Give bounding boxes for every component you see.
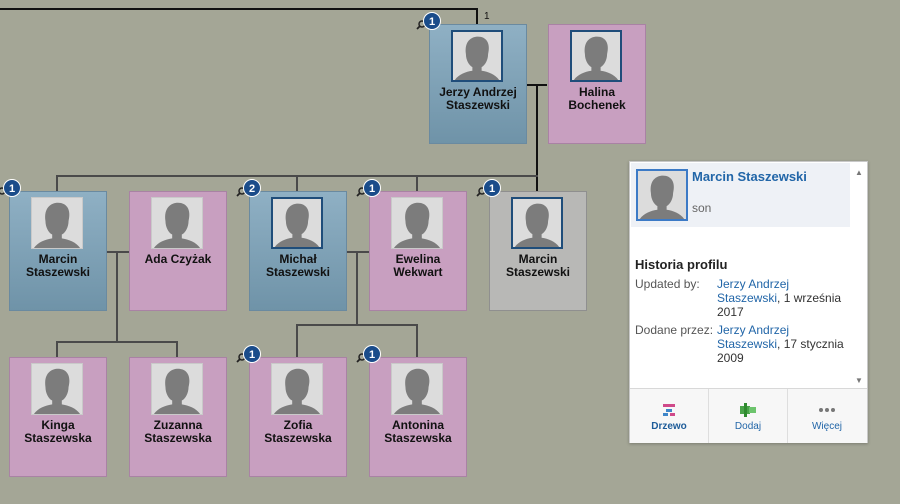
person-card-jerzy[interactable]: Jerzy Andrzej Staszewski: [429, 24, 527, 144]
connector-line: [536, 84, 538, 192]
top-count-label: 1: [484, 11, 490, 22]
updated-by-label: Updated by:: [635, 277, 700, 291]
connector-line: [476, 8, 478, 25]
match-count: 1: [363, 179, 381, 197]
more-button-label: Więcej: [811, 421, 842, 432]
tree-button-label: Drzewo: [651, 421, 687, 432]
avatar: [151, 197, 203, 249]
panel-header: Marcin Staszewski son: [631, 163, 850, 227]
connector-line: [356, 251, 358, 325]
matches-badge-zofia[interactable]: 1: [236, 345, 261, 363]
updated-by-link[interactable]: Jerzy Andrzej Staszewski: [717, 277, 790, 305]
history-title: Historia profilu: [635, 257, 728, 272]
more-button[interactable]: Więcej: [788, 389, 866, 443]
matches-badge-marcin[interactable]: 1: [0, 179, 21, 197]
avatar: [391, 197, 443, 249]
avatar: [31, 363, 83, 415]
matches-badge-jerzy[interactable]: 1: [416, 12, 441, 30]
avatar: [570, 30, 622, 82]
match-count: 1: [243, 345, 261, 363]
person-card-ewelina[interactable]: Ewelina Wekwart: [369, 191, 467, 311]
matches-badge-marcin-selected[interactable]: 1: [476, 179, 501, 197]
added-by-value: Jerzy Andrzej Staszewski, 17 stycznia 20…: [717, 323, 847, 365]
add-button[interactable]: Dodaj: [709, 389, 787, 443]
person-name: Zofia Staszewska: [264, 418, 332, 445]
avatar: [151, 363, 203, 415]
person-card-marcin-selected[interactable]: Marcin Staszewski: [489, 191, 587, 311]
added-by-link[interactable]: Jerzy Andrzej Staszewski: [717, 323, 790, 351]
panel-relation: son: [692, 201, 712, 215]
connector-line: [296, 324, 418, 326]
connector-line: [296, 324, 298, 358]
match-count: 1: [483, 179, 501, 197]
tree-button[interactable]: Drzewo: [630, 389, 708, 443]
person-name: Kinga Staszewska: [24, 418, 92, 445]
person-name: Antonina Staszewska: [384, 418, 452, 445]
person-card-antonina[interactable]: Antonina Staszewska: [369, 357, 467, 477]
connector-line: [56, 341, 58, 358]
avatar: [31, 197, 83, 249]
matches-badge-ewelina[interactable]: 1: [356, 179, 381, 197]
tree-icon: [663, 404, 675, 416]
connector-line: [116, 251, 118, 341]
avatar: [451, 30, 503, 82]
panel-footer: Drzewo Dodaj Więcej: [630, 388, 867, 443]
person-name: Michał Staszewski: [265, 252, 331, 279]
person-card-michal[interactable]: Michał Staszewski: [249, 191, 347, 311]
added-date: , 17 stycznia 2009: [717, 337, 844, 365]
person-name: Ada Czyżak: [144, 252, 212, 266]
more-dots-icon: [819, 408, 835, 412]
connector-line: [56, 175, 58, 192]
footer-divider: [787, 389, 788, 443]
person-card-marcin[interactable]: Marcin Staszewski: [9, 191, 107, 311]
connector-line: [416, 175, 418, 192]
footer-divider: [708, 389, 709, 443]
person-name: Marcin Staszewski: [505, 252, 571, 279]
match-count: 1: [363, 345, 381, 363]
added-by-label: Dodane przez:: [635, 323, 714, 337]
connector-line: [176, 341, 178, 358]
scroll-down-icon[interactable]: ▼: [855, 376, 863, 385]
connector-line: [416, 324, 418, 358]
person-name: Zuzanna Staszewska: [144, 418, 212, 445]
avatar: [511, 197, 563, 249]
matches-badge-antonina[interactable]: 1: [356, 345, 381, 363]
person-name: Marcin Staszewski: [25, 252, 91, 279]
add-person-icon: [740, 403, 756, 417]
person-name: Halina Bochenek: [568, 85, 626, 112]
person-name: Jerzy Andrzej Staszewski: [439, 85, 517, 112]
person-card-zofia[interactable]: Zofia Staszewska: [249, 357, 347, 477]
scroll-up-icon[interactable]: ▲: [855, 168, 863, 177]
match-count: 1: [423, 12, 441, 30]
connector-line: [0, 8, 478, 10]
matches-badge-michal[interactable]: 2: [236, 179, 261, 197]
person-card-ada[interactable]: Ada Czyżak: [129, 191, 227, 311]
updated-date: , 1 września 2017: [717, 291, 842, 319]
avatar: [391, 363, 443, 415]
panel-person-name[interactable]: Marcin Staszewski: [692, 169, 807, 184]
updated-by-value: Jerzy Andrzej Staszewski, 1 września 201…: [717, 277, 847, 319]
panel-scrollbar[interactable]: ▲ ▼: [852, 163, 866, 387]
add-button-label: Dodaj: [734, 421, 762, 432]
person-name: Ewelina Wekwart: [393, 252, 443, 279]
connector-line: [296, 175, 298, 192]
panel-avatar[interactable]: [636, 169, 688, 221]
avatar: [271, 363, 323, 415]
match-count: 2: [243, 179, 261, 197]
avatar: [271, 197, 323, 249]
person-card-halina[interactable]: Halina Bochenek: [548, 24, 646, 144]
person-card-kinga[interactable]: Kinga Staszewska: [9, 357, 107, 477]
person-card-zuzanna[interactable]: Zuzanna Staszewska: [129, 357, 227, 477]
match-count: 1: [3, 179, 21, 197]
connector-line: [56, 341, 178, 343]
profile-panel: Marcin Staszewski son ▲ ▼ Historia profi…: [629, 161, 868, 443]
